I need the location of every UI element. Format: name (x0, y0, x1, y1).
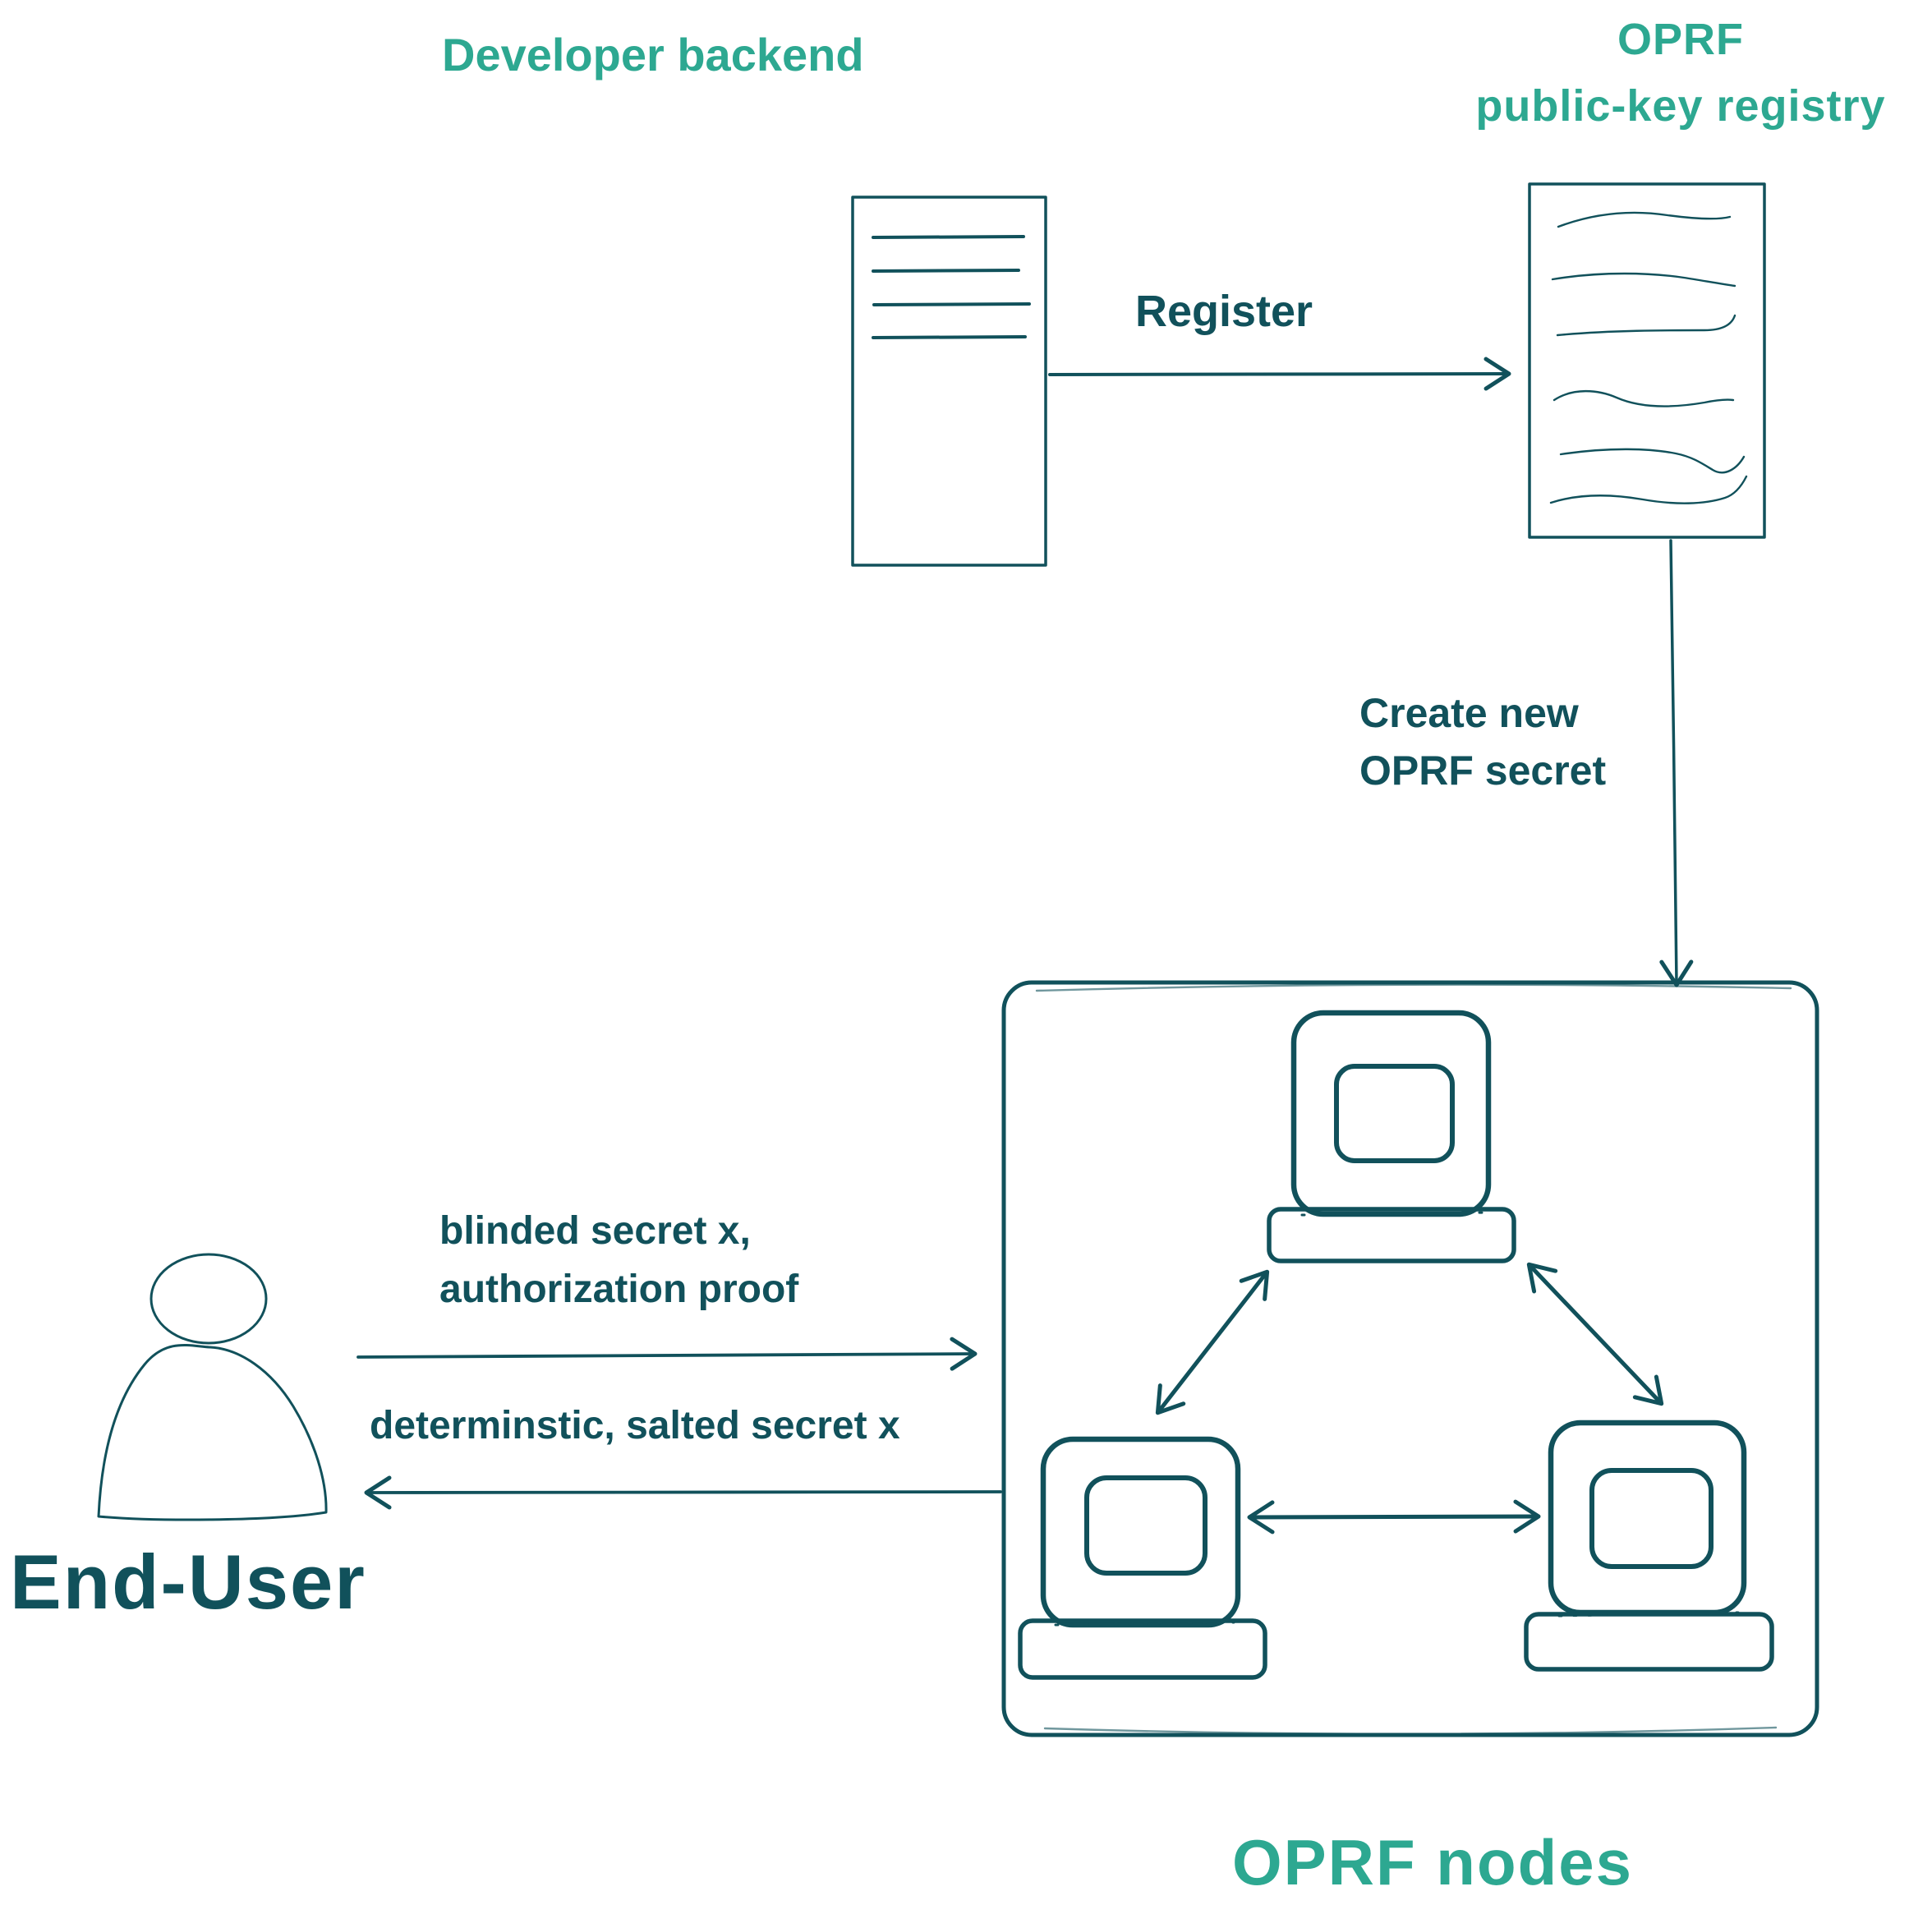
base-ticks (1557, 1611, 1740, 1617)
registry-scribble-line (1559, 448, 1746, 474)
screen (1334, 1064, 1455, 1163)
link-arrow-left (1155, 1269, 1270, 1415)
blinded-secret-label-line1: blinded secret x, (439, 1209, 751, 1253)
register-arrow-label: Register (1134, 287, 1313, 336)
salted-secret-arrow (364, 1475, 1002, 1510)
registry-doc-icon (1528, 182, 1766, 539)
link-arrow-bottom (1247, 1499, 1541, 1535)
base-ticks (1300, 1211, 1490, 1217)
base (1524, 1612, 1774, 1672)
monitor (1548, 1420, 1747, 1616)
oprf-nodes-box (1001, 980, 1819, 1737)
person-body (97, 1343, 328, 1521)
developer-backend-label: Developer backend (442, 29, 864, 81)
blinded-secret-label-line2: authorization proof (439, 1267, 799, 1311)
create-secret-label-line1: Create new (1359, 690, 1579, 736)
registry-scribble-line (1552, 389, 1735, 407)
doc-line (872, 335, 1027, 339)
base (1267, 1207, 1516, 1263)
registry-scribble-line (1551, 272, 1736, 288)
registry-body (1528, 182, 1766, 539)
developer-backend-body (851, 196, 1047, 567)
register-arrow (1048, 357, 1511, 391)
end-user-label: End-User (10, 1539, 366, 1625)
registry-scribble-line (1549, 475, 1748, 504)
registry-label: OPRF public-key registry (1429, 7, 1932, 140)
oprf-nodes-label: OPRF nodes (1231, 1826, 1634, 1898)
computer-icon-bottom-right (1524, 1420, 1774, 1672)
registry-label-line2: public-key registry (1475, 81, 1886, 131)
box-sketch-line (1035, 983, 1792, 992)
person-head (150, 1253, 268, 1345)
create-secret-label-line2: OPRF secret (1359, 748, 1607, 794)
monitor (1290, 1010, 1492, 1217)
person-icon (97, 1253, 328, 1521)
registry-label-line1: OPRF (1617, 15, 1744, 64)
node-link-arrows (1155, 1262, 1664, 1535)
developer-backend-doc-icon (851, 196, 1047, 567)
base (1018, 1618, 1267, 1680)
box-sketch-line (1043, 1726, 1778, 1735)
screen (1589, 1468, 1714, 1569)
blinded-secret-arrow (356, 1337, 978, 1371)
base-ticks (1054, 1621, 1235, 1627)
doc-line (872, 302, 1031, 306)
link-arrow-right (1526, 1262, 1664, 1406)
screen (1084, 1475, 1208, 1576)
computer-icon-bottom-left (1018, 1436, 1267, 1680)
doc-line (872, 269, 1020, 273)
monitor (1040, 1436, 1241, 1628)
salted-secret-label: determinstic, salted secret x (370, 1404, 900, 1447)
registry-scribble-line (1557, 211, 1732, 228)
registry-scribble-line (1556, 314, 1736, 337)
create-secret-arrow (1659, 539, 1694, 987)
computer-icon-top (1267, 1010, 1516, 1263)
blinded-secret-label: blinded secret x, authorization proof (439, 1203, 798, 1318)
